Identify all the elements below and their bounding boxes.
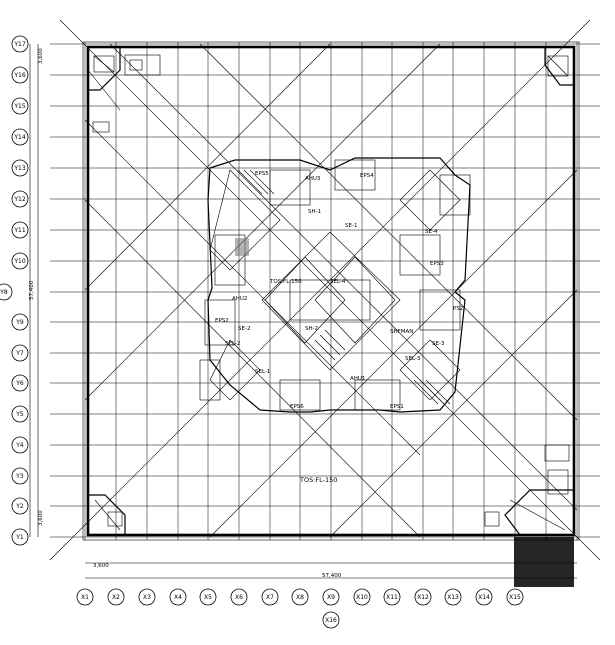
axis-x16: X16 xyxy=(325,617,337,624)
room-label-ahu2: AHU2 xyxy=(232,296,247,302)
axis-x15: X15 xyxy=(509,594,521,601)
axis-x1: X1 xyxy=(81,594,89,601)
corner-stair-bottom-left xyxy=(87,494,126,536)
bottom-axis-bubbles: X1 X2 X3 X4 X5 X6 X7 X8 X9 X10 X11 X12 X… xyxy=(76,588,524,629)
axis-y1: Y1 xyxy=(15,534,24,541)
corner-stair-bottom-right xyxy=(484,444,575,587)
dim-top-left: 3,600 xyxy=(38,48,44,64)
axis-y8: Y8 xyxy=(0,289,8,296)
dim-total-bottom: 57,400 xyxy=(322,573,342,579)
room-label-sel2: SEL-2 xyxy=(225,341,240,347)
axis-x2: X2 xyxy=(112,594,120,601)
axis-y13: Y13 xyxy=(13,165,25,172)
room-label-eps6: EPS6 xyxy=(290,404,304,410)
diagonal-lines xyxy=(49,19,601,561)
core-labels: EPS5 AHU3 EPS4 EPS3 EPS2 AHU2 AHU1 EPS1 … xyxy=(215,171,463,484)
axis-y12: Y12 xyxy=(13,196,25,203)
axis-y14: Y14 xyxy=(13,134,25,141)
room-label-ahu1: AHU1 xyxy=(350,376,365,382)
axis-x7: X7 xyxy=(266,594,274,601)
room-label-sel1: SEL-1 xyxy=(255,369,270,375)
dim-first-bottom: 3,600 xyxy=(93,563,109,569)
axis-y5: Y5 xyxy=(15,411,24,418)
room-label-se1: SE-1 xyxy=(345,223,357,229)
room-label-sh1: SH-1 xyxy=(308,209,321,215)
room-label-se2: SE-2 xyxy=(238,326,250,332)
room-label-sel4: SEL-4 xyxy=(330,279,346,285)
room-label-se4: SE-4 xyxy=(425,229,438,235)
core-outline xyxy=(199,157,471,413)
axis-x12: X12 xyxy=(417,594,429,601)
axis-y11: Y11 xyxy=(13,227,25,234)
axis-x9: X9 xyxy=(327,594,335,601)
room-label-eps1: EPS1 xyxy=(390,404,404,410)
dimension-lines xyxy=(29,44,577,579)
axis-y7: Y7 xyxy=(15,350,24,357)
axis-x6: X6 xyxy=(235,594,243,601)
axis-x5: X5 xyxy=(204,594,212,601)
room-label-se3: SE-3 xyxy=(432,341,445,347)
axis-x3: X3 xyxy=(143,594,151,601)
room-label-sh2: SH-2 xyxy=(305,326,318,332)
axis-x10: X10 xyxy=(356,594,368,601)
axis-y6: Y6 xyxy=(15,380,24,387)
axis-y16: Y16 xyxy=(13,72,25,79)
floor-level-label: TOS:FL-150 xyxy=(299,476,337,484)
axis-y3: Y3 xyxy=(15,473,24,480)
axis-y15: Y15 xyxy=(13,103,25,110)
axis-y9: Y9 xyxy=(15,319,24,326)
axis-y17: Y17 xyxy=(13,41,25,48)
axis-x13: X13 xyxy=(447,594,459,601)
axis-x11: X11 xyxy=(386,594,398,601)
room-label-ahu3: AHU3 xyxy=(305,176,321,182)
room-label-eps2: EPS2 xyxy=(215,318,229,324)
axis-x4: X4 xyxy=(174,594,182,601)
axis-x8: X8 xyxy=(296,594,304,601)
dim-bottom-left: 3,600 xyxy=(38,510,44,526)
axis-y2: Y2 xyxy=(15,503,24,510)
grid-lines-vertical xyxy=(84,42,578,540)
dim-total-left: 57,400 xyxy=(29,280,35,300)
corner-stair-top-right xyxy=(544,46,575,86)
left-axis-bubbles: Y17 Y16 Y15 Y14 Y13 Y12 Y11 Y10 Y9 Y8 Y7… xyxy=(0,35,29,546)
axis-x14: X14 xyxy=(478,594,490,601)
axis-y4: Y4 xyxy=(15,442,24,449)
room-label-sel3: SEL-3 xyxy=(405,356,421,362)
room-label-ps2: PS2 xyxy=(453,306,463,312)
axis-y10: Y10 xyxy=(13,258,25,265)
corner-stair-top-left xyxy=(87,46,161,133)
room-label-tos-core: TOS:FL-150 xyxy=(269,279,302,285)
room-label-eps5: EPS5 xyxy=(255,171,269,177)
grid-lines-horizontal xyxy=(50,43,600,538)
room-label-shfman: SHFMAN xyxy=(390,329,413,335)
slab-outline xyxy=(82,41,580,541)
room-label-eps4: EPS4 xyxy=(360,173,374,179)
room-label-eps3: EPS3 xyxy=(430,261,444,267)
